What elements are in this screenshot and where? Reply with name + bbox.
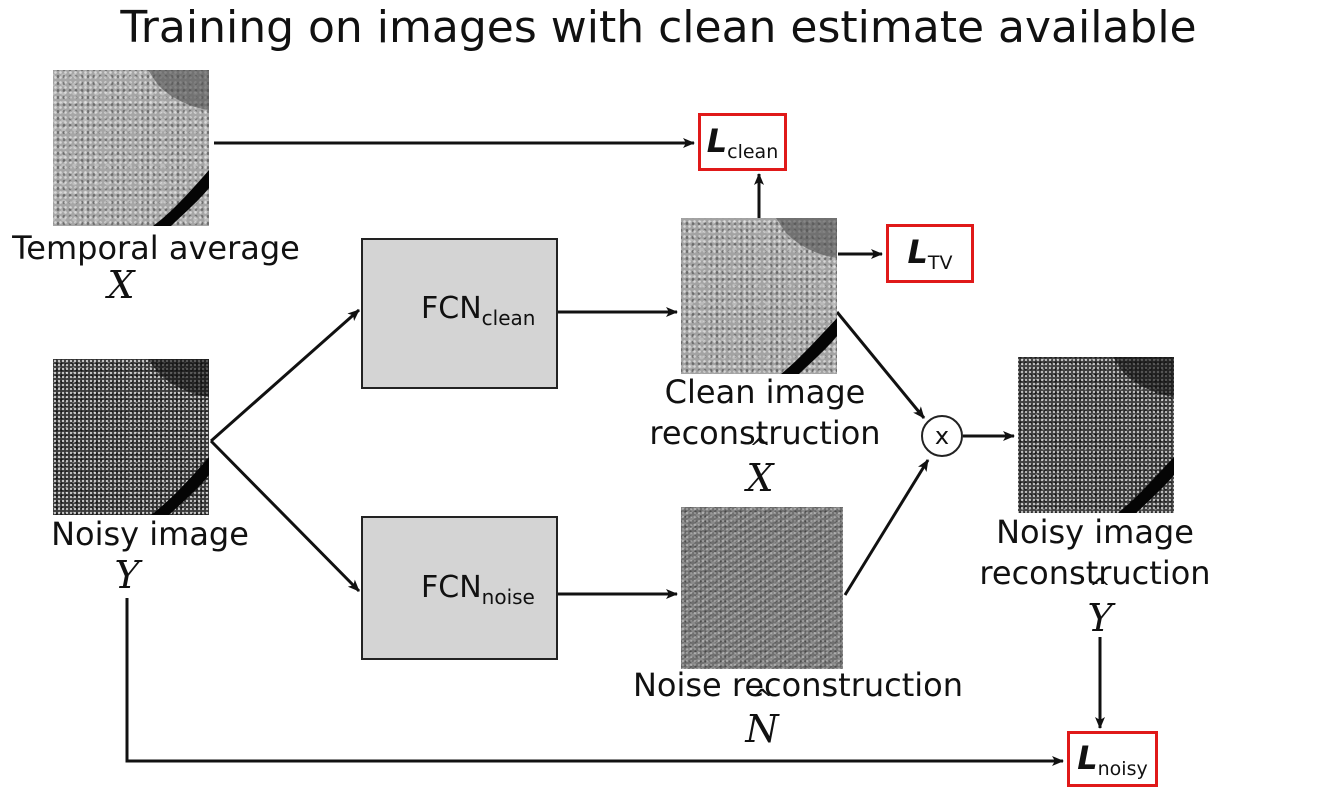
loss-noisy-symbol: L — [1077, 739, 1098, 777]
hat-n: ^ — [751, 685, 773, 715]
loss-noisy-sub: noisy — [1097, 758, 1148, 780]
arrow-noisy-to-fcn-noise — [209, 439, 361, 593]
loss-noisy-box: Lnoisy — [1067, 731, 1158, 787]
fcn-noise-label: FCNnoise — [421, 571, 535, 614]
arrow-clean-to-mult — [835, 311, 926, 419]
multiply-node: x — [921, 415, 963, 457]
noise-recon-label: Noise reconstruction — [632, 666, 964, 704]
symbol-n-hat-letter: N — [745, 707, 779, 751]
hat-y: ^ — [1089, 574, 1111, 604]
fcn-noise-name: FCN — [421, 570, 482, 605]
loss-clean-symbol: L — [706, 122, 728, 160]
noise-reconstruction-image — [681, 507, 843, 669]
symbol-n-hat: ^N — [737, 687, 787, 751]
noisy-recon-line1: Noisy image — [996, 513, 1194, 551]
loss-clean-box: Lclean — [698, 113, 787, 171]
arrow-noisy-to-fcn-clean — [210, 308, 360, 443]
noisy-reconstruction-image — [1018, 357, 1174, 513]
diagram-title: Training on images with clean estimate a… — [120, 2, 1197, 53]
symbol-x: X — [107, 263, 135, 307]
arrow-noise-to-mult — [843, 459, 930, 596]
symbol-y-hat: ^Y — [1075, 576, 1125, 640]
loss-clean-sub: clean — [727, 141, 779, 163]
hat-x: ^ — [749, 434, 771, 464]
fcn-clean-name: FCN — [421, 291, 482, 326]
noisy-image — [53, 359, 209, 515]
clean-reconstruction-image — [681, 218, 837, 374]
symbol-x-hat-letter: X — [746, 456, 774, 500]
clean-recon-line1: Clean image — [664, 373, 866, 411]
symbol-y: Y — [114, 553, 140, 597]
noisy-image-label: Noisy image — [51, 515, 249, 553]
noisy-recon-line2: reconstruction — [979, 554, 1211, 592]
fcn-clean-box — [361, 238, 558, 389]
temporal-average-label: Temporal average — [12, 229, 300, 267]
loss-tv-sub: TV — [927, 252, 953, 274]
fcn-noise-box — [361, 516, 558, 660]
loss-tv-box: LTV — [886, 224, 974, 283]
temporal-average-image — [53, 70, 209, 226]
clean-recon-line2: reconstruction — [649, 414, 881, 452]
fcn-clean-label: FCNclean — [421, 292, 535, 335]
arrow-noisy-to-lnoisy — [125, 598, 1064, 766]
symbol-y-hat-letter: Y — [1087, 596, 1113, 640]
fcn-noise-sub: noise — [481, 585, 535, 609]
loss-tv-symbol: L — [907, 233, 928, 271]
fcn-clean-sub: clean — [481, 306, 536, 330]
symbol-x-hat: ^X — [735, 436, 785, 500]
